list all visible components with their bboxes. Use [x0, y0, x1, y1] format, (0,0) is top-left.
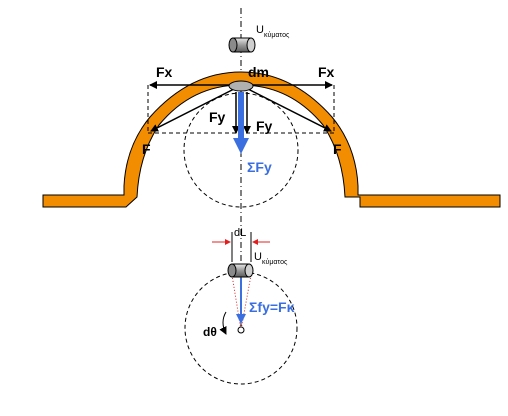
dm-label: dm — [248, 64, 269, 80]
sum-fy-fk-label: Σfy=Fκ — [249, 299, 295, 315]
dm-element — [228, 80, 254, 92]
fy-right-label: Fy — [256, 118, 273, 134]
velocity-lower-label: U — [254, 251, 262, 263]
f-left-arrow — [150, 88, 235, 132]
wave-pulse-shape — [42, 71, 501, 208]
curvature-circle-lower — [184, 271, 298, 385]
f-right-label: F — [333, 141, 342, 157]
sum-fy-arrow-body — [238, 92, 244, 138]
dtheta-arc-arrow — [219, 311, 227, 335]
radial-line-right — [240, 274, 252, 331]
sum-fy-arrowhead — [233, 138, 249, 154]
velocity-label: U — [256, 24, 264, 36]
circle-center-point — [237, 326, 245, 334]
fx-right-label: Fx — [318, 64, 335, 80]
f-left-label: F — [142, 141, 151, 157]
f-right-arrow — [247, 88, 332, 132]
dtheta-label: dθ — [203, 325, 217, 339]
wave-velocity-cylinder-icon — [228, 37, 256, 53]
velocity-subscript: κύματος — [264, 31, 290, 39]
sum-fy-label: ΣFy — [247, 159, 272, 175]
velocity-lower-subscript: κύματος — [262, 258, 288, 266]
radial-line-left — [231, 274, 242, 331]
fy-left-label: Fy — [209, 109, 226, 125]
fx-left-label: Fx — [156, 64, 173, 80]
wave-velocity-cylinder-lower-icon — [227, 263, 254, 278]
dl-label: dL — [234, 227, 246, 239]
